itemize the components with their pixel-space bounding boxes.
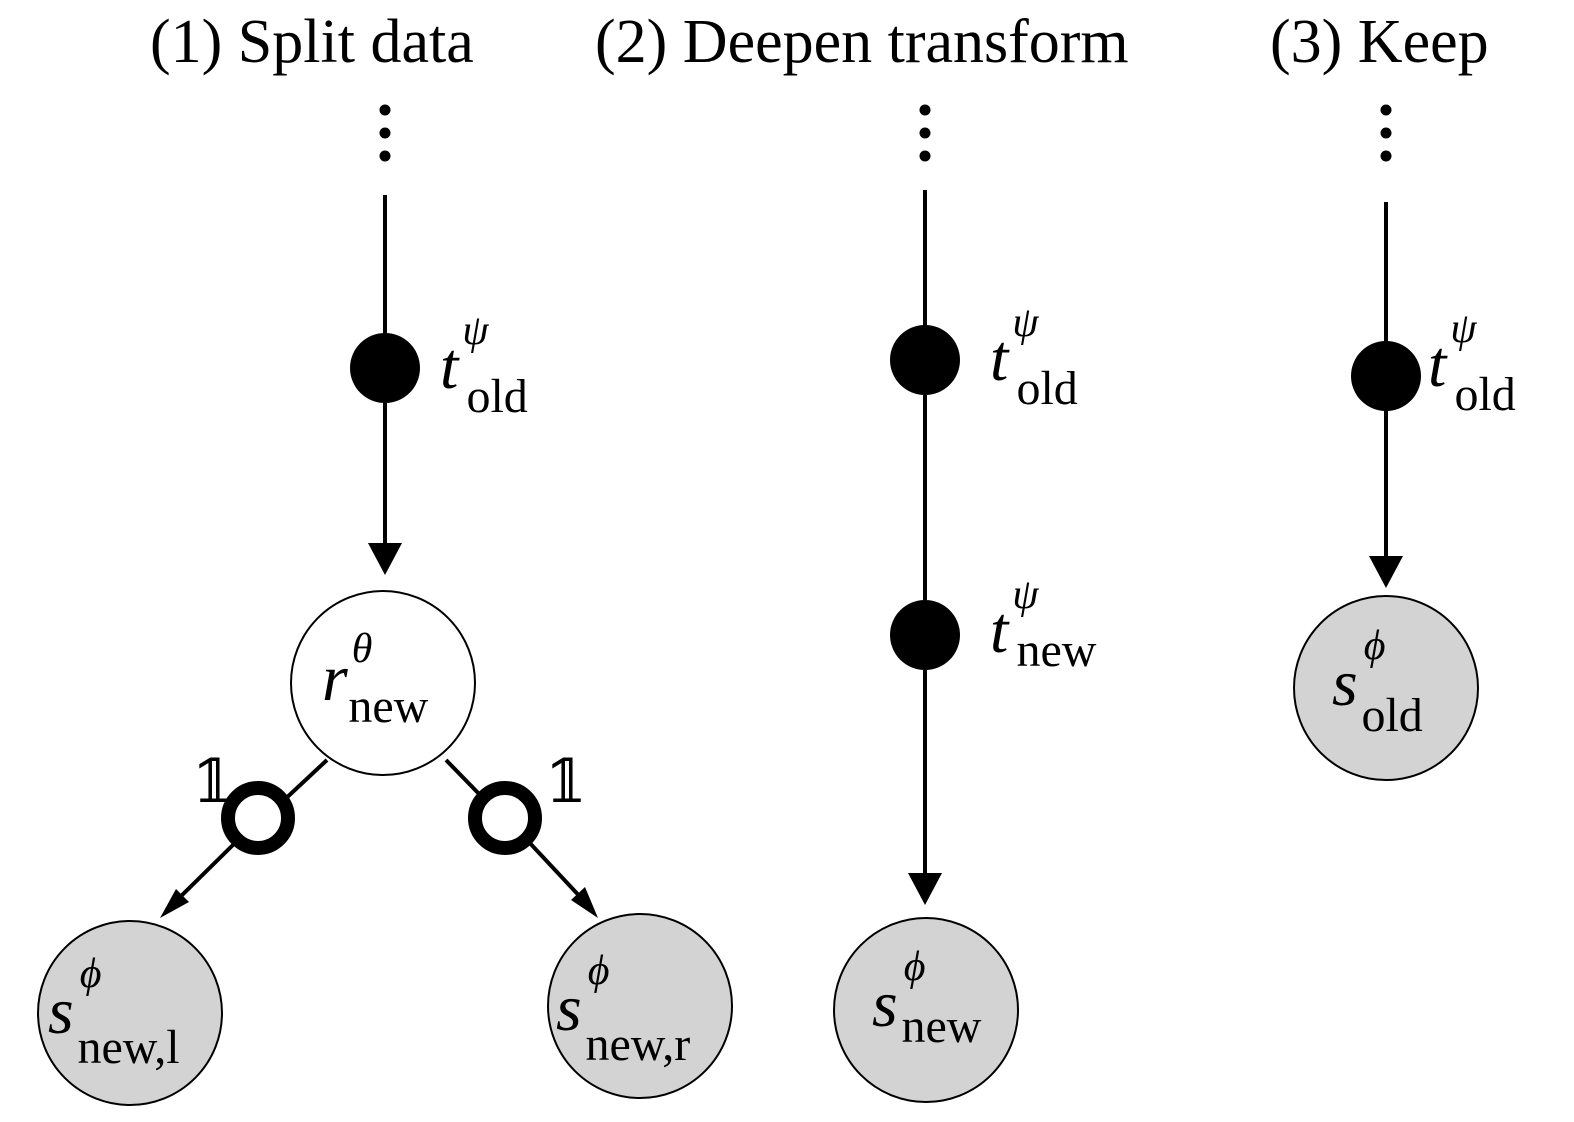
transform-node-t-old (1351, 341, 1421, 411)
transform-node-t-old (350, 333, 420, 403)
transform-node-t-new (890, 600, 960, 670)
leaf-node-s-new-r (547, 913, 733, 1099)
leaf-node-s-old (1293, 595, 1479, 781)
arrowhead-icon (368, 543, 402, 575)
title-deepen-transform: (2) Deepen transform (595, 8, 1129, 76)
leaf-node-s-new (833, 917, 1019, 1103)
edge-right-indicator-to-leaf (525, 838, 587, 904)
arrowhead-icon (908, 873, 942, 905)
indicator-label-left: 𝟙 (192, 747, 234, 817)
continuation-dots-icon (1380, 104, 1392, 162)
title-split-data: (1) Split data (150, 8, 474, 76)
indicator-label-right: 𝟙 (545, 747, 587, 817)
continuation-dots-icon (919, 104, 931, 162)
arrowhead-icon (571, 887, 598, 918)
arrowhead-icon (160, 889, 189, 918)
edge-left-indicator-to-leaf (170, 838, 240, 907)
edge-router-to-left-indicator (280, 758, 329, 804)
title-keep: (3) Keep (1270, 8, 1489, 76)
edge-router-to-right-indicator (444, 758, 486, 801)
arrowhead-icon (1369, 556, 1403, 588)
leaf-node-s-new-l (37, 920, 223, 1106)
transform-node-t-old (890, 325, 960, 395)
continuation-dots-icon (379, 104, 391, 162)
router-node-r-new (290, 590, 476, 776)
indicator-node-right (468, 781, 542, 855)
indicator-node-left (221, 781, 295, 855)
